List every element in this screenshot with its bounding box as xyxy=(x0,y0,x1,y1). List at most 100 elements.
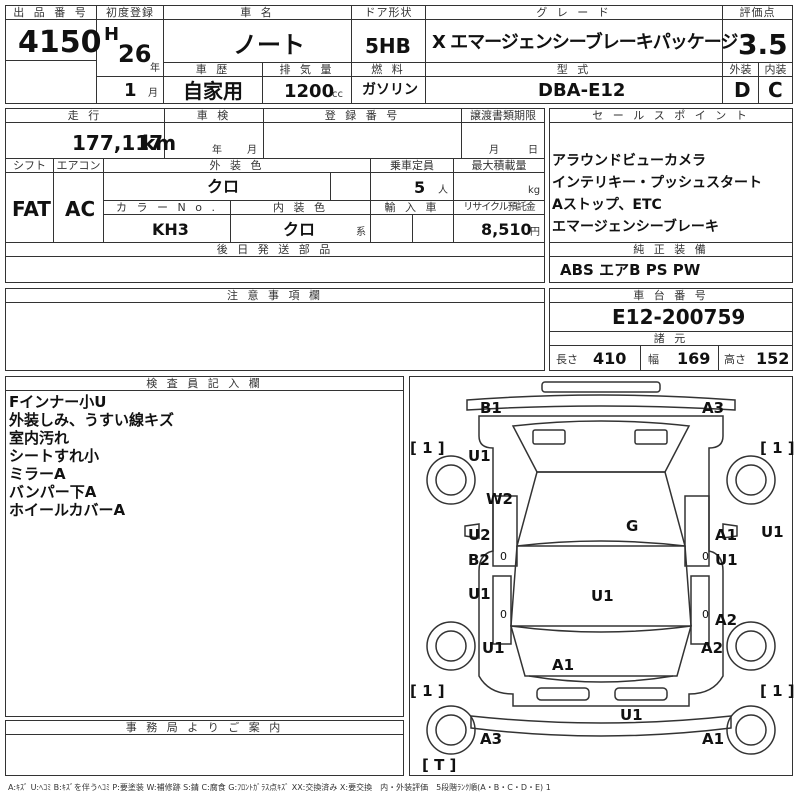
sales-points-box xyxy=(549,108,793,283)
diag-b1: B1 xyxy=(480,399,502,417)
month-unit: 月 xyxy=(148,88,158,99)
tire-fl: [ 1 ] xyxy=(410,439,445,457)
int-color-unit: 系 xyxy=(356,227,366,238)
width-label: 幅 xyxy=(648,353,659,366)
header-row xyxy=(5,5,793,104)
equipment: ABS エアB PS PW xyxy=(560,261,701,279)
caution-box xyxy=(5,288,545,371)
inspector-note: シートすれ小 xyxy=(9,447,100,465)
sales-point: エマージェンシーブレーキ xyxy=(552,219,719,235)
recycle-label: リサイクル預託金 xyxy=(454,201,544,215)
diag-u1-fr: U1 xyxy=(715,551,738,569)
import-label: 輸 入 車 xyxy=(371,201,453,215)
load-unit: kg xyxy=(528,185,541,196)
reg-month: 1 xyxy=(124,80,137,101)
reg-year: 26 xyxy=(118,40,152,68)
insp-year-unit: 年 xyxy=(212,145,222,156)
inspector-note: 外装しみ、うすい線キズ xyxy=(9,411,175,429)
ext-color: クロ xyxy=(207,177,240,196)
first-reg-label: 初度登録 xyxy=(97,6,163,20)
mark-0: 0 xyxy=(500,608,507,621)
later-parts-label: 後 日 発 送 部 品 xyxy=(6,243,544,257)
capacity-unit: 人 xyxy=(438,185,448,196)
length-label: 長さ xyxy=(556,353,578,366)
capacity: 5 xyxy=(414,178,426,197)
transfer-label: 譲渡書類期限 xyxy=(462,109,544,123)
lot-label: 出 品 番 号 xyxy=(6,6,96,20)
ac: AC xyxy=(65,197,96,221)
car-name-label: 車 名 xyxy=(164,6,351,20)
diag-a3-bottom: A3 xyxy=(480,730,503,748)
mileage-label: 走 行 xyxy=(6,109,164,123)
recycle: 8,510 xyxy=(481,220,532,239)
insp-month-unit: 月 xyxy=(247,145,257,156)
sales-point: インテリキー・プッシュスタート xyxy=(552,175,762,191)
height: 152 xyxy=(756,349,790,368)
color-no: KH3 xyxy=(152,220,189,239)
score-label: 評価点 xyxy=(723,6,792,20)
diag-w2: W2 xyxy=(486,490,513,508)
office-label: 事 務 局 よ り ご 案 内 xyxy=(6,721,403,735)
recycle-unit: 円 xyxy=(530,227,540,238)
shift-label: シフト xyxy=(6,159,53,173)
diag-a2-r: A2 xyxy=(715,611,738,629)
grade: X エマージェンシーブレーキパッケージ xyxy=(432,32,738,53)
inspector-note: Fインナー小U xyxy=(9,393,107,411)
shift: FAT xyxy=(12,197,51,221)
width: 169 xyxy=(677,349,711,368)
score: 3.5 xyxy=(738,28,788,61)
fuel-label: 燃 料 xyxy=(352,63,425,77)
diag-u1-center: U1 xyxy=(591,587,614,605)
load-label: 最大積載量 xyxy=(454,159,544,173)
mark-0: 0 xyxy=(702,550,709,563)
caution-label: 注 意 事 項 欄 xyxy=(6,289,544,303)
spare-tire: [ T ] xyxy=(422,756,457,774)
displacement: 1200 xyxy=(284,81,335,102)
history-label: 車 歴 xyxy=(164,63,262,77)
ext-color-label: 外 装 色 xyxy=(104,159,370,173)
inspector-note: ミラーA xyxy=(9,465,66,483)
int-color-label: 内 装 色 xyxy=(231,201,370,215)
capacity-label: 乗車定員 xyxy=(371,159,453,173)
length: 410 xyxy=(593,349,627,368)
transfer-day-unit: 日 xyxy=(528,145,538,156)
inspector-note: ホイールカバーA xyxy=(9,501,126,519)
diag-u1-fl: U1 xyxy=(468,447,491,465)
model-label: 型 式 xyxy=(426,63,722,77)
int-color: クロ xyxy=(283,220,316,239)
reg-number-label: 登 録 番 号 xyxy=(264,109,461,123)
diag-a1-fr: A1 xyxy=(715,526,738,544)
mark-0: 0 xyxy=(500,550,507,563)
grade-label: グ レ ー ド xyxy=(426,6,722,20)
interior-label: 内装 xyxy=(759,63,792,77)
chassis-box xyxy=(549,288,793,371)
sales-point: Aストップ、ETC xyxy=(552,197,662,213)
diag-b2: B2 xyxy=(468,551,490,569)
era: H xyxy=(104,24,120,45)
diag-u1-bottom: U1 xyxy=(620,706,643,724)
model: DBA-E12 xyxy=(538,80,626,101)
displacement-unit: cc xyxy=(332,89,343,100)
diag-g: G xyxy=(626,517,639,535)
lot-number: 4150 xyxy=(18,25,102,60)
mileage-unit: km xyxy=(142,131,177,155)
diag-a1-bottom: A1 xyxy=(702,730,725,748)
history: 自家用 xyxy=(183,79,243,103)
ac-label: エアコン xyxy=(54,159,103,173)
diag-a1-rear: A1 xyxy=(552,656,575,674)
legend: A:ｷｽﾞ U:ﾍｺﾐ B:ｷｽﾞを伴うﾍｺﾐ P:要塗装 W:補修跡 S:錆 … xyxy=(8,783,551,792)
diag-a2-rr: A2 xyxy=(701,639,724,657)
color-no-label: カ ラ ー N o . xyxy=(104,201,230,215)
diag-u1-far-r: U1 xyxy=(761,523,784,541)
tire-rr: [ 1 ] xyxy=(760,682,795,700)
damage-diagram xyxy=(409,376,793,776)
diag-u2: U2 xyxy=(468,526,491,544)
inspector-label: 検 査 員 記 入 欄 xyxy=(6,377,403,391)
equipment-label: 純 正 装 備 xyxy=(550,242,792,257)
fuel: ガソリン xyxy=(362,82,418,98)
chassis-number: E12-200759 xyxy=(612,305,746,329)
transfer-month-unit: 月 xyxy=(489,145,499,156)
sales-point: アラウンドビューカメラ xyxy=(552,153,706,169)
exterior-label: 外装 xyxy=(723,63,758,77)
mark-0: 0 xyxy=(702,608,709,621)
